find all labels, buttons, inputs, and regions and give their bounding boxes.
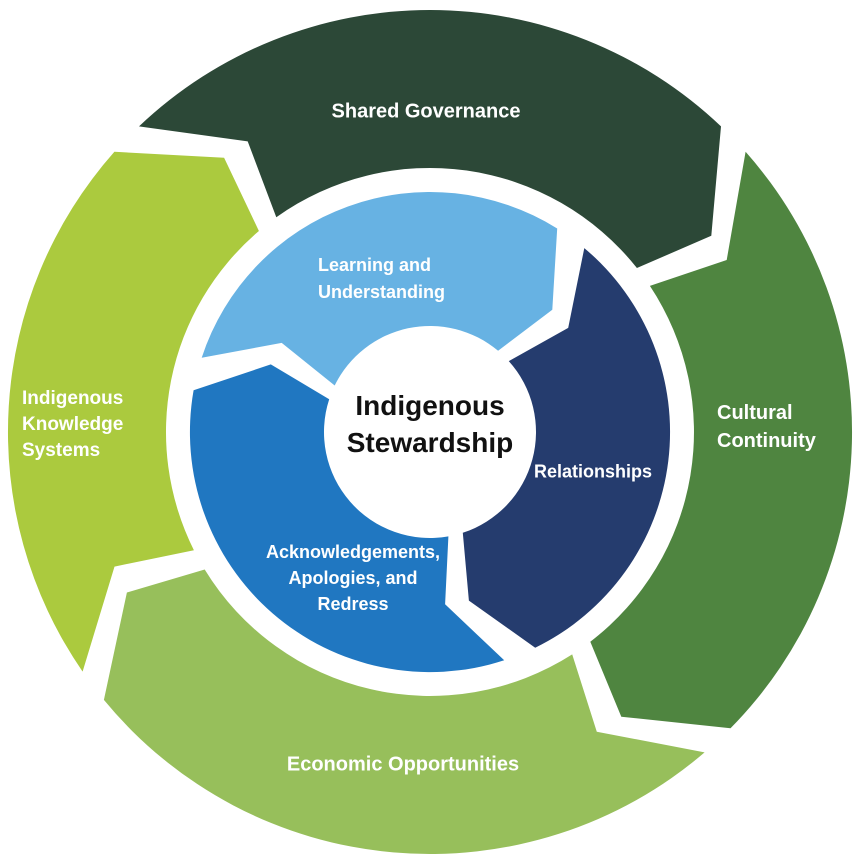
label-line: Cultural — [717, 402, 793, 424]
label-line: Redress — [317, 594, 389, 614]
center-title-line: Indigenous — [355, 390, 505, 421]
segment-label-economic-opportunities: Economic Opportunities — [287, 754, 519, 777]
segment-label-shared-governance: Shared Governance — [332, 101, 521, 124]
segment-label-cultural-continuity: Cultural Continuity — [717, 399, 816, 455]
label-line: Learning and — [318, 255, 432, 275]
indigenous-knowledge-systems-segment — [7, 151, 259, 672]
economic-opportunities-segment — [103, 569, 705, 855]
segment-label-relationships: Relationships — [534, 462, 652, 483]
label-line: Shared Governance — [331, 100, 521, 123]
label-line: Acknowledgements, — [265, 542, 441, 562]
segment-label-learning-and-understanding: Learning and Understanding — [318, 252, 445, 306]
label-line: Knowledge — [22, 414, 124, 435]
shared-governance-segment — [139, 10, 721, 269]
relationships-segment — [462, 248, 671, 648]
segment-label-indigenous-knowledge-systems: Indigenous Knowledge Systems — [22, 386, 123, 464]
label-line: Economic Opportunities — [286, 753, 520, 776]
label-line: Systems — [22, 440, 101, 461]
label-line: Understanding — [318, 282, 446, 302]
learning-and-understanding-segment — [201, 191, 558, 386]
cultural-continuity-segment — [590, 151, 853, 729]
label-line: Relationships — [533, 461, 653, 482]
label-line: Indigenous — [22, 388, 124, 409]
acknowledgements-apologies-redress-segment — [189, 364, 505, 673]
segment-label-acknowledgements-apologies-redress: Acknowledgements, Apologies, and Redress — [266, 539, 440, 617]
center-title: Indigenous Stewardship — [347, 387, 513, 461]
label-line: Apologies, and — [288, 568, 418, 588]
center-circle — [326, 328, 534, 536]
center-title-line: Stewardship — [346, 427, 514, 458]
label-line: Continuity — [717, 430, 816, 452]
